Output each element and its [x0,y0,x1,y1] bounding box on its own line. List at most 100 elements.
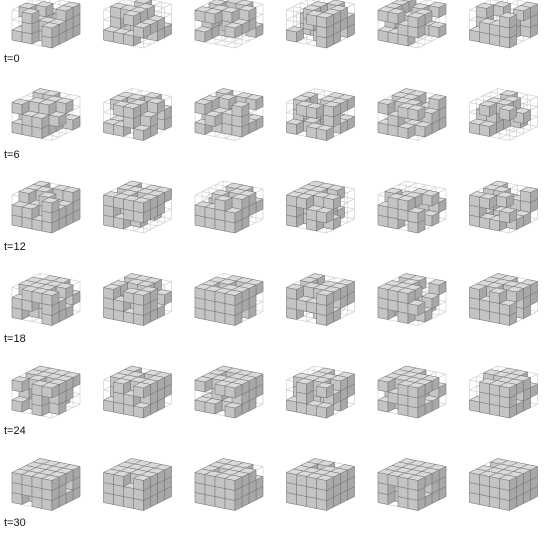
voxel-cube [398,288,415,304]
voxel-cube [297,194,314,210]
voxel-cube [429,95,446,111]
voxel-cubes [287,181,345,231]
row-label-t30: t=30 [4,517,26,529]
voxel-panel [12,181,80,233]
voxel-cube [521,187,538,203]
voxel-cube [287,284,304,300]
voxel-cube [12,377,29,393]
voxel-cube [232,102,249,118]
voxel-cube [22,204,39,220]
voxel-cube [500,105,517,121]
voxel-panel [470,0,538,48]
voxel-cube [317,125,334,141]
voxel-cube [134,290,151,306]
voxel-panel [12,89,80,141]
voxel-cubes [195,366,263,418]
voxel-cube [497,192,514,208]
voxel-cubes [378,188,446,233]
voxel-panel [195,366,263,418]
voxel-cube [287,119,304,135]
voxel-panel [378,0,446,48]
voxel-cubes [195,0,263,42]
voxel-cube [297,379,314,395]
voxel-panel [195,459,263,511]
voxel-cubes [287,92,355,141]
voxel-cube [12,99,29,115]
voxel-panel [104,89,172,141]
voxel-cubes [12,181,80,233]
voxel-cube [42,475,59,491]
voxel-cube [317,383,334,399]
voxel-cubes [287,459,355,511]
voxel-panel [470,366,538,418]
voxel-cube [378,99,395,115]
voxel-panel [195,181,263,233]
voxel-cube [480,194,497,210]
voxel-cube [507,287,524,303]
voxel-cube [317,475,334,491]
voxel-cube [398,196,415,212]
voxel-cube [477,3,494,19]
row-label-t24: t=24 [4,425,26,437]
voxel-cube [42,383,59,399]
voxel-panel [470,89,538,141]
voxel-cube [104,284,121,300]
voxel-panel [12,274,80,326]
voxel-cubes [470,459,538,511]
voxel-panel [287,0,355,48]
voxel-cube [195,99,212,115]
voxel-cube [205,9,222,25]
voxel-cube [408,383,425,399]
voxel-cube [490,288,507,304]
voxel-cube [429,22,446,38]
voxel-cube [32,113,49,129]
voxel-cube [134,198,151,214]
voxel-cube [42,198,59,214]
voxel-panel [195,89,263,141]
voxel-cube [225,383,242,399]
voxel-panel [12,366,80,418]
voxel-cube [408,13,425,29]
voxel-cube [500,475,517,491]
voxel-cubes [195,459,263,511]
voxel-cube [225,475,242,491]
voxel-cubes [104,274,172,326]
voxel-panel [12,0,80,48]
voxel-cube [480,101,497,117]
voxel-cube [39,100,56,116]
voxel-cube [287,27,304,43]
voxel-cube [56,98,73,114]
voxel-cubes [12,459,80,511]
voxel-cube [225,403,242,419]
voxel-cube [429,280,446,296]
voxel-cube [22,9,39,25]
voxel-panel [104,274,172,326]
voxel-cubes [470,368,538,418]
voxel-cube [134,383,151,399]
voxel-cube [215,196,232,212]
row-label-t12: t=12 [4,241,26,253]
voxel-cubes [104,366,172,418]
voxel-cube [42,23,59,39]
panel-grid [12,0,538,511]
voxel-cube [56,6,73,22]
voxel-cube [378,377,395,393]
voxel-cube [470,284,487,300]
voxel-cubes [287,274,355,326]
voxel-panel [287,89,355,141]
voxel-cube [42,290,59,306]
voxel-panel [470,459,538,511]
voxel-cube [317,208,334,224]
voxel-panel [104,181,172,233]
voxel-panel [378,181,446,233]
voxel-cube [307,103,324,119]
voxel-cube [422,191,439,207]
voxel-cube [134,475,151,491]
voxel-panel [378,366,446,418]
voxel-cubes [470,274,538,326]
voxel-cube [317,13,334,29]
voxel-cube [225,290,242,306]
voxel-panel [287,274,355,326]
voxel-cubes [470,2,538,49]
